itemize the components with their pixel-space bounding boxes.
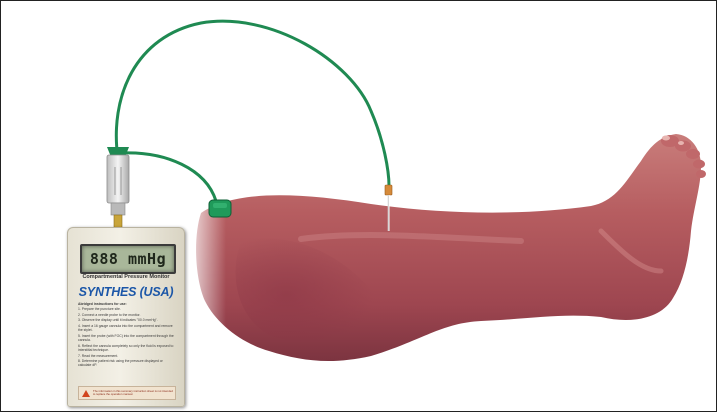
warning-text: The information in this summary instruct… [93, 390, 175, 396]
warning-icon [82, 390, 90, 397]
transducer [107, 147, 129, 229]
instructions-heading: Abridged instructions for use: [78, 302, 174, 306]
instructions-list: Abridged instructions for use: 1. Prepar… [78, 302, 174, 369]
brand-logo: SYNTHES (USA) [70, 285, 182, 299]
instruction-step: 2. Connect a needle probe to the monitor… [78, 313, 174, 317]
instruction-step: 8. Determine patient risk using the pres… [78, 359, 174, 367]
device-title: Compartmental Pressure Monitor [72, 274, 180, 280]
green-connector [209, 200, 231, 217]
pressure-monitor-device: 888 mmHg Compartmental Pressure Monitor … [67, 227, 185, 407]
green-tubing [116, 21, 389, 201]
warning-label: The information in this summary instruct… [78, 386, 176, 400]
instruction-step: 3. Observe the display until it indicate… [78, 318, 174, 322]
lcd-display: 888 mmHg [80, 244, 176, 274]
leg [181, 134, 701, 371]
instruction-step: 4. Insert a 16 gauge cannula into the co… [78, 324, 174, 332]
instruction-step: 6. Reflect the cannula completely so onl… [78, 344, 174, 352]
instruction-step: 1. Prepare the puncture site. [78, 307, 174, 311]
instruction-step: 7. Read the measurement. [78, 354, 174, 358]
instruction-step: 5. Insert the probe (with FOC) into the … [78, 334, 174, 342]
